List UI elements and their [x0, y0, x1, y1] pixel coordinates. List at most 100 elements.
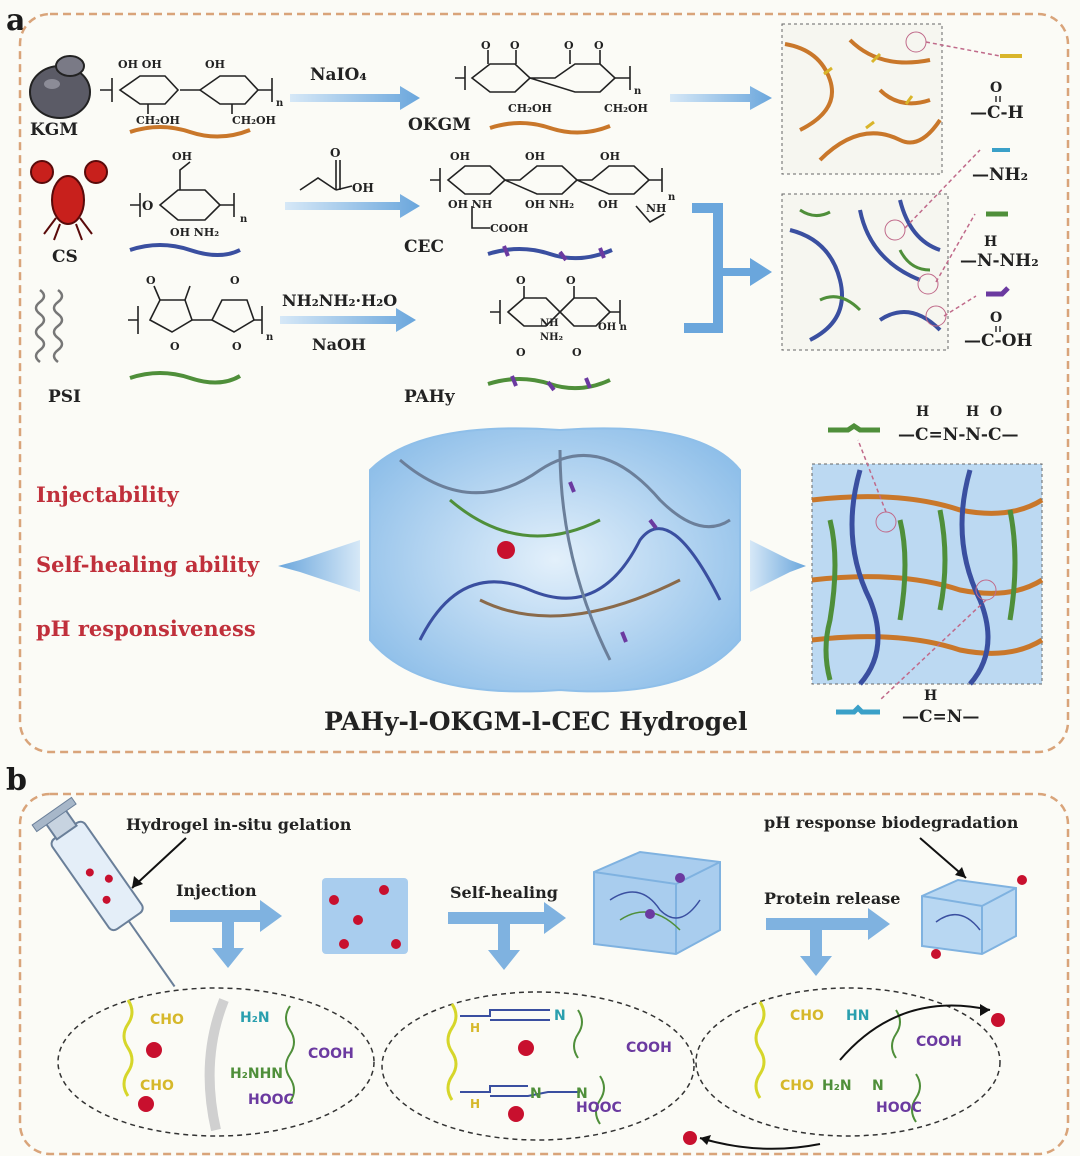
nhnh2-h: H [984, 234, 997, 250]
pahy-nh: NH [540, 318, 559, 329]
pahy-marks [510, 375, 592, 392]
c1-cho-2: CHO [140, 1078, 174, 1094]
c2-cooh: COOH [626, 1040, 672, 1056]
molecular-view-self-healing [381, 991, 695, 1141]
arrow-psi-pahy [280, 308, 416, 332]
arrow-to-precursor-network [718, 258, 772, 286]
c3-cho-2: CHO [780, 1078, 814, 1094]
cec-oh2: OH [525, 150, 545, 163]
cs-structure [130, 161, 235, 221]
c3-h2n: H₂N [822, 1078, 852, 1094]
c1-cho-1: CHO [150, 1012, 184, 1028]
imine-mark [836, 704, 880, 715]
cooh-o: O [990, 310, 1002, 326]
arrow-okgm-network [670, 86, 772, 110]
psi-o4: O [232, 340, 242, 353]
c1-h2n: H₂N [240, 1010, 270, 1026]
hydrogel-block [369, 427, 741, 693]
panel-a-border [18, 12, 1070, 754]
psi-n: n [266, 332, 274, 343]
arrow-self-healing [448, 902, 566, 934]
pahy-label: PAHy [404, 387, 456, 407]
gel-cube-2 [593, 850, 721, 956]
c2-h-2: H [470, 1097, 480, 1111]
panel-b-border [18, 792, 1070, 1156]
nhnh2-group: —N-NH₂ [960, 251, 1039, 271]
pointer-acylhydrazone [857, 439, 887, 513]
psi-chain [129, 371, 242, 385]
arrow-protein-release-down [800, 930, 832, 976]
kgm-ch2oh-1: CH₂OH [136, 114, 180, 127]
nh2-group: —NH₂ [972, 165, 1028, 185]
released-protein-3 [991, 1013, 1005, 1027]
naoh-reagent: NaOH [312, 335, 366, 354]
cooh-group: —C-OH [964, 331, 1032, 351]
arrow-to-crosslink-box [750, 540, 806, 592]
acylhydrazone-h2: H [966, 404, 979, 420]
cec-structure [430, 165, 665, 229]
property-injectability: Injectability [36, 482, 179, 507]
released-protein-4 [683, 1131, 697, 1145]
cec-nh: NH [646, 202, 666, 215]
psi-structure [128, 285, 263, 334]
c3-cho-1: CHO [790, 1008, 824, 1024]
kgm-ch2oh-2: CH₂OH [232, 114, 276, 127]
property-ph: pH responsiveness [36, 616, 256, 641]
pahy-o1: O [516, 274, 526, 287]
pahy-o3: O [516, 346, 526, 359]
hydrogel-title: PAHy-l-OKGM-l-CEC Hydrogel [324, 707, 747, 736]
cec-oh3: OH [600, 150, 620, 163]
pahy-o4: O [572, 346, 582, 359]
gel-square-1 [322, 878, 408, 954]
acrylic-oh: OH [352, 181, 374, 195]
psi-o2: O [230, 274, 240, 287]
okgm-structure [455, 50, 631, 93]
psi-o1: O [146, 274, 156, 287]
kgm-chain [129, 125, 251, 139]
okgm-o2: O [510, 39, 520, 52]
psi-label: PSI [48, 387, 81, 407]
cs-o: O [142, 199, 153, 214]
cs-chain [129, 243, 241, 257]
cho-double-bond [995, 96, 1001, 102]
pahy-ohn: OH n [598, 322, 628, 333]
pahy-nh2: NH₂ [540, 332, 563, 343]
molecular-view-protein-release [695, 987, 1001, 1150]
pointer-cho [925, 41, 1001, 57]
c1-h2nhn: H₂NHN [230, 1066, 283, 1082]
acylhydrazone-h1: H [916, 404, 929, 420]
pahy-o2: O [566, 274, 576, 287]
acylhydrazone-o: O [990, 404, 1002, 420]
precursor-network-box [781, 193, 949, 351]
acrylic-o: O [330, 146, 340, 160]
psi-o3: O [170, 340, 180, 353]
cec-marks [502, 245, 606, 262]
acylhydrazone-bond: —C=N-N-C— [898, 425, 1019, 445]
kgm-n: n [276, 98, 284, 109]
c2-hooc: HOOC [576, 1100, 622, 1116]
pahy-structure [490, 286, 621, 327]
okgm-o3: O [564, 39, 574, 52]
step-protein-release: Protein release [764, 889, 900, 908]
cs-oh: OH [172, 150, 192, 163]
okgm-ch2oh-1: CH₂OH [508, 102, 552, 115]
c3-hooc: HOOC [876, 1100, 922, 1116]
okgm-o1: O [481, 39, 491, 52]
cooh-double-bond [995, 326, 1001, 332]
okgm-network-box [781, 23, 943, 175]
syringe-icon [31, 796, 176, 988]
hydrazine-reagent: NH₂NH₂·H₂O [282, 291, 397, 310]
c1-cooh: COOH [308, 1046, 354, 1062]
psi-icon [34, 289, 64, 363]
crosslink-network-box [811, 463, 1044, 686]
gel-cube-3 [921, 878, 1017, 956]
c2-n-1: N [554, 1008, 566, 1024]
kgm-label: KGM [30, 120, 78, 140]
cec-ohnh: OH NH [448, 198, 492, 211]
kgm-oh: OH [205, 58, 225, 71]
cec-ohnh2: OH NH₂ [525, 198, 574, 211]
okgm-label: OKGM [408, 115, 471, 135]
pointer-ph-head [955, 867, 966, 878]
molecular-view-injection [57, 987, 375, 1137]
panel-b-label: b [6, 763, 27, 798]
